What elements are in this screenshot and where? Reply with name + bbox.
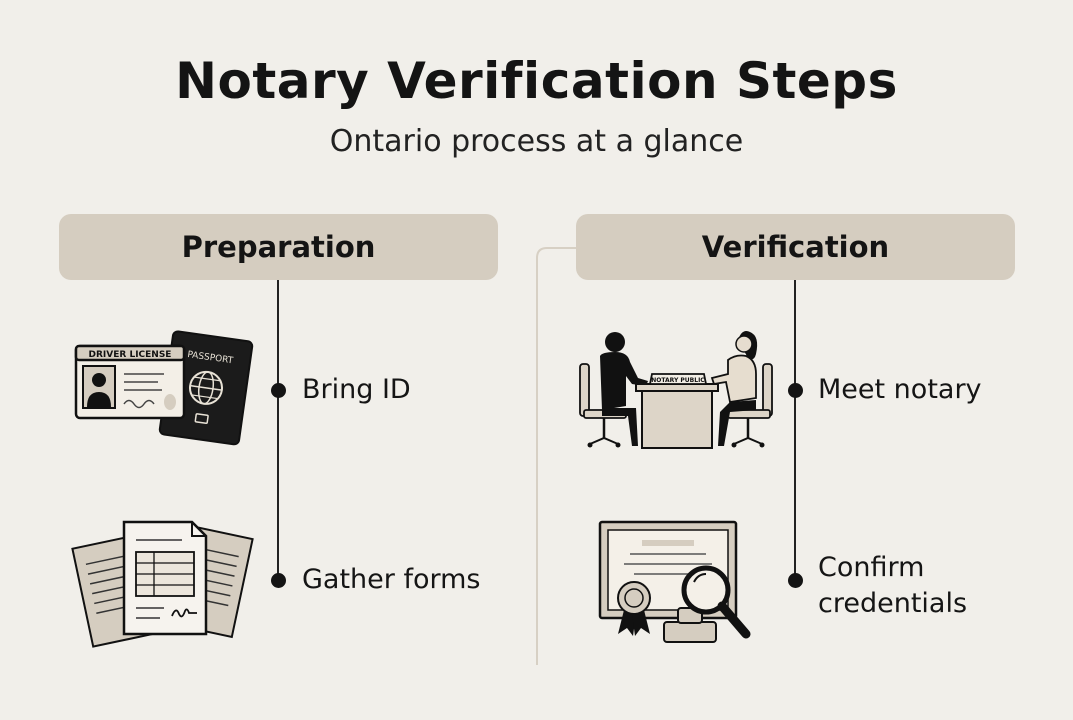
page-subtitle: Ontario process at a glance [329,124,744,159]
page-title: Notary Verification Steps [175,52,898,110]
preparation-timeline [277,280,279,582]
column-header-verification: Verification [576,214,1015,280]
credentials-certificate-icon [598,520,751,643]
verification-timeline [794,280,796,582]
step-dot [271,383,286,398]
notary-meeting-icon: NOTARY PUBLIC [579,331,773,449]
nameplate-text: NOTARY PUBLIC [651,377,705,384]
forms-icon [71,520,254,648]
step-dot [788,383,803,398]
column-header-preparation: Preparation [59,214,498,280]
id-cards-icon: PASSPORT DRIVER LICENSE [74,330,254,446]
step-label-meet-notary: Meet notary [818,374,982,405]
step-dot [271,573,286,588]
step-label-confirm-credentials: Confirm credentials [818,552,968,619]
step-label-bring-id: Bring ID [302,374,411,405]
step-label-gather-forms: Gather forms [302,564,481,595]
license-text: DRIVER LICENSE [89,350,172,360]
step-dot [788,573,803,588]
